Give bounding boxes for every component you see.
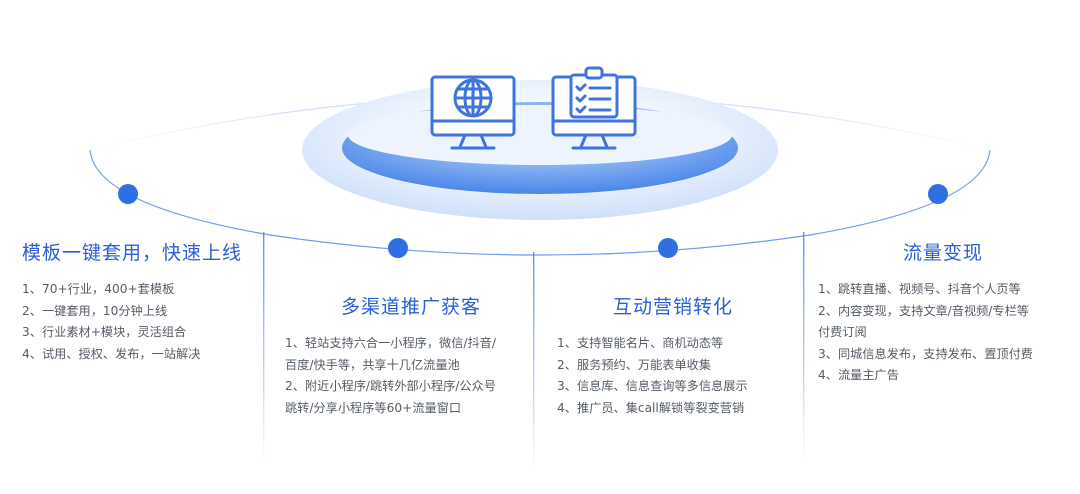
list-item: 跳转/分享小程序等60+流量窗口	[285, 400, 462, 415]
column-list: 1、支持智能名片、商机动态等 2、服务预约、万能表单收集 3、信息库、信息查询等…	[557, 333, 789, 419]
list-item: 2、服务预约、万能表单收集	[557, 357, 712, 372]
list-item: 2、内容变现，支持文章/音视频/专栏等	[818, 303, 1029, 318]
timeline-arc	[89, 149, 991, 256]
list-item: 2、一键套用，10分钟上线	[22, 303, 168, 318]
glow-ellipse-top	[348, 105, 732, 165]
column-marketing: 互动营销转化 1、支持智能名片、商机动态等 2、服务预约、万能表单收集 3、信息…	[557, 292, 789, 419]
column-list: 1、70+行业，400+套模板 2、一键套用，10分钟上线 3、行业素材+模块，…	[22, 279, 254, 365]
list-item: 付费订阅	[818, 325, 867, 339]
node-dot-2	[388, 238, 408, 258]
column-list: 1、跳转直播、视频号、抖音个人页等 2、内容变现，支持文章/音视频/专栏等 付费…	[818, 279, 1068, 387]
column-list: 1、轻站支持六合一小程序，微信/抖音/ 百度/快手等，共享十几亿流量池 2、附近…	[285, 333, 537, 419]
column-title: 多渠道推广获客	[340, 296, 481, 318]
list-item: 1、跳转直播、视频号、抖音个人页等	[818, 282, 1021, 296]
column-channels: 多渠道推广获客 1、轻站支持六合一小程序，微信/抖音/ 百度/快手等，共享十几亿…	[285, 292, 537, 419]
list-item: 1、支持智能名片、商机动态等	[557, 336, 724, 350]
node-dot-3	[658, 238, 678, 258]
list-item: 3、行业素材+模块，灵活组合	[22, 325, 187, 339]
column-title: 流量变现	[902, 242, 983, 264]
list-item: 3、信息库、信息查询等多信息展示	[557, 379, 748, 393]
clipboard-checklist-icon	[551, 66, 637, 150]
divider-3	[803, 232, 805, 462]
divider-2	[533, 252, 535, 472]
list-item: 4、推广员、集call解锁等裂变营销	[557, 400, 745, 415]
node-dot-1	[118, 184, 138, 204]
column-title: 模板一键套用，快速上线	[22, 242, 243, 264]
list-item: 1、70+行业，400+套模板	[22, 282, 175, 296]
column-title: 互动营销转化	[612, 296, 733, 318]
list-item: 1、轻站支持六合一小程序，微信/抖音/	[285, 336, 496, 350]
list-item: 4、流量主广告	[818, 368, 899, 382]
list-item: 2、附近小程序/跳转外部小程序/公众号	[285, 379, 496, 393]
globe-monitor-icon	[430, 75, 516, 150]
list-item: 百度/快手等，共享十几亿流量池	[285, 357, 460, 372]
divider-1	[263, 232, 265, 462]
list-item: 4、试用、授权、发布，一站解决	[22, 346, 201, 361]
node-dot-4	[928, 184, 948, 204]
column-template: 模板一键套用，快速上线 1、70+行业，400+套模板 2、一键套用，10分钟上…	[22, 238, 254, 365]
column-monetization: 流量变现 1、跳转直播、视频号、抖音个人页等 2、内容变现，支持文章/音视频/专…	[818, 238, 1068, 387]
list-item: 3、同城信息发布，支持发布、置顶付费	[818, 346, 1033, 361]
